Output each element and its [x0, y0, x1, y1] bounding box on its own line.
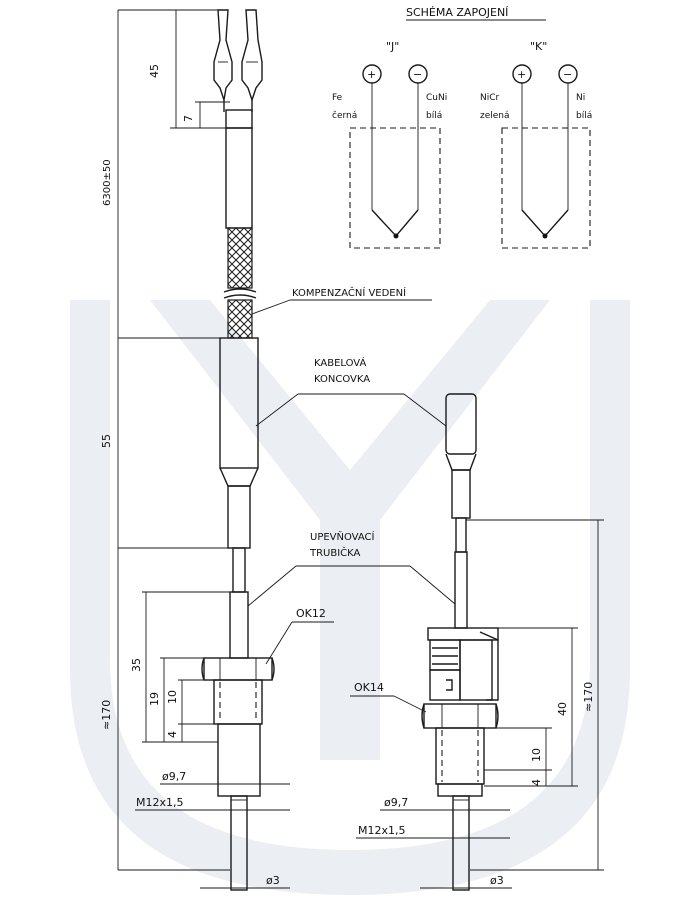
probe-sheath: [230, 795, 248, 891]
left-assembly: [201, 9, 275, 891]
wiring-schema: SCHÉMA ZAPOJENÍ "J" + − Fe černá CuNi bí…: [332, 6, 592, 249]
hex-nut-ok12: [201, 657, 275, 681]
dim-35: 35: [130, 658, 143, 672]
k-left-material: NiCr: [480, 93, 500, 103]
left-dimensions: 45 7 6300±50 55 ≈170 35 19 10 4: [100, 9, 290, 889]
type-k-label: "K": [530, 40, 547, 53]
k-right-material: Ni: [576, 93, 585, 103]
dim-45: 45: [148, 64, 161, 78]
sensor-box-k: [501, 127, 591, 249]
schema-title: SCHÉMA ZAPOJENÍ: [406, 6, 508, 19]
label-tube-line1: UPEVŇOVACÍ: [310, 530, 375, 543]
cable-terminal: [219, 337, 259, 469]
dim-4-left: 4: [166, 731, 179, 738]
compression-fitting: [427, 627, 499, 701]
k-right-color: bílá: [576, 111, 592, 121]
dim-6300: 6300±50: [102, 159, 113, 206]
probe-sheath-right: [452, 795, 470, 891]
label-tube-line2: TRUBIČKA: [309, 546, 361, 559]
cable-braid-lower: [227, 299, 253, 339]
j-right-color: bílá: [426, 111, 442, 121]
j-right-material: CuNi: [426, 93, 447, 103]
dim-7: 7: [182, 115, 195, 122]
junction-j-icon: [393, 233, 399, 239]
dim-19: 19: [148, 692, 161, 706]
label-terminal-line1: KABELOVÁ: [314, 356, 367, 369]
right-assembly: [421, 393, 499, 891]
junction-k-icon: [542, 233, 548, 239]
dim-dia-9-7-left: ø9,7: [162, 770, 186, 783]
j-left-color: černá: [332, 110, 357, 121]
connector-lugs: [213, 9, 263, 103]
label-ok12: OK12: [296, 607, 326, 620]
type-j-minus: −: [413, 68, 422, 81]
thread-m12-right: [435, 727, 485, 785]
dim-dia-9-7-right: ø9,7: [384, 796, 408, 809]
cable-jacket: [225, 127, 253, 229]
dim-10-right: 10: [530, 748, 543, 762]
dim-4-right: 4: [530, 779, 543, 786]
dim-dia-3-right: ø3: [490, 874, 504, 887]
type-j-label: "J": [386, 40, 399, 53]
thread-m12: [213, 679, 263, 725]
watermark-logo: [70, 300, 630, 895]
dim-m12-left: M12x1,5: [136, 796, 184, 809]
type-k-plus: +: [517, 68, 526, 81]
label-ok14: OK14: [354, 681, 384, 694]
sensor-box-j: [349, 127, 441, 249]
label-terminal-line2: KONCOVKA: [314, 374, 370, 385]
type-k-minus: −: [563, 68, 572, 81]
callouts: KOMPENZAČNÍ VEDENÍ KABELOVÁ KONCOVKA UPE…: [247, 286, 456, 713]
mounting-tube: [232, 547, 246, 593]
dim-40: 40: [556, 702, 569, 716]
dim-55: 55: [100, 434, 113, 448]
right-dimensions: ≈170 40 10 4 ø9,7 M12x1,5 ø3: [356, 519, 604, 889]
cable-terminal-right: [445, 393, 477, 455]
wire-sleeve: [225, 109, 253, 129]
dim-dia-3-left: ø3: [266, 874, 280, 887]
dim-170-right: ≈170: [582, 682, 595, 712]
dim-m12-right: M12x1,5: [358, 824, 406, 837]
dim-10-left: 10: [166, 690, 179, 704]
cable-braid-upper: [227, 227, 253, 289]
label-compensating-cable: KOMPENZAČNÍ VEDENÍ: [292, 286, 406, 299]
hex-nut-ok14: [421, 703, 499, 729]
type-j-plus: +: [367, 68, 376, 81]
j-left-material: Fe: [332, 93, 343, 103]
mounting-tube-right: [454, 551, 468, 629]
k-left-color: zelená: [480, 111, 510, 121]
dim-170-left: ≈170: [100, 700, 113, 730]
